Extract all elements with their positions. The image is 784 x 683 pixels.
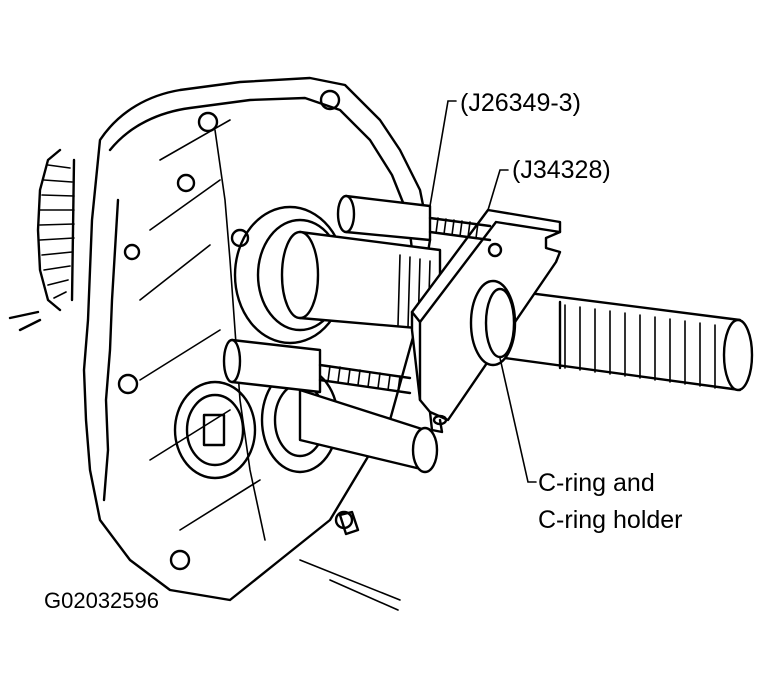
- callout-j34328: (J34328): [512, 156, 611, 184]
- lower-shaft: [298, 388, 439, 474]
- upper-puller-bolt: [336, 194, 492, 242]
- callout-c-ring-line2: C-ring holder: [538, 506, 683, 534]
- output-shaft: [503, 288, 754, 392]
- c-ring-holder: [469, 279, 517, 367]
- leader-j26349: [429, 100, 457, 207]
- callout-c-ring-line1: C-ring and: [538, 469, 655, 497]
- figure-code: G02032596: [44, 588, 159, 613]
- gear-teeth: [8, 148, 76, 332]
- callout-j26349-3: (J26349-3): [460, 89, 581, 117]
- main-shaft: [233, 205, 442, 345]
- lower-puller-bolt: [222, 338, 412, 395]
- callout-leaders: [429, 100, 537, 483]
- transmission-case: [82, 76, 432, 611]
- leader-j34328: [487, 169, 509, 211]
- leader-c-ring: [499, 357, 537, 483]
